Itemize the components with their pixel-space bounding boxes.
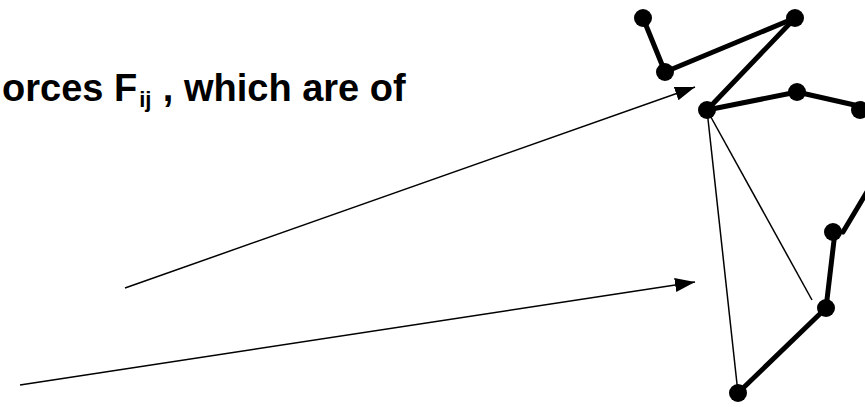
chain-bonds <box>643 18 865 393</box>
caption-line: orces Fij , which are of <box>2 66 406 113</box>
subscript: ij <box>139 87 151 112</box>
text-fragment: , which are of <box>163 67 406 109</box>
pointer-arrow <box>20 282 695 385</box>
pointer-arrow <box>125 87 695 288</box>
text-fragment: orces F <box>2 67 137 109</box>
chain-beads <box>634 9 865 402</box>
interaction-line <box>707 110 812 300</box>
interaction-line <box>707 110 738 393</box>
